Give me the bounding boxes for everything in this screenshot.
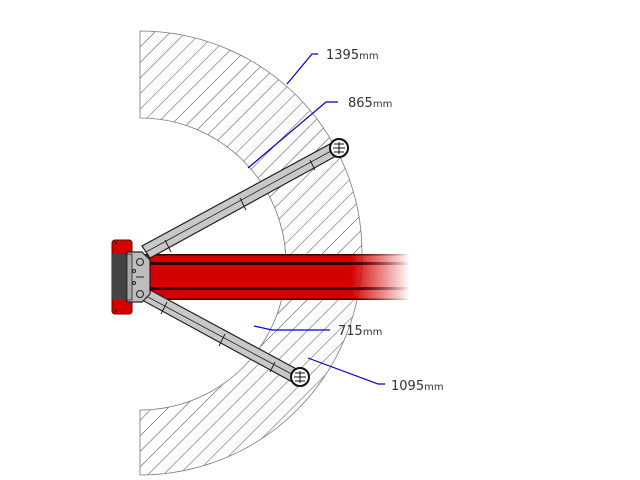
dimension-1395: 1395mm [326, 48, 379, 63]
lift-column [111, 239, 151, 315]
leader-1095 [307, 357, 385, 385]
leader-865 [247, 101, 338, 169]
lower-lift-pad [290, 367, 310, 387]
leader-715 [253, 325, 330, 331]
main-beam [140, 254, 410, 300]
reach-zone-hatched [139, 30, 363, 476]
dimension-715: 715mm [338, 324, 382, 339]
lower-arm [141, 289, 310, 387]
dimension-1095: 1095mm [391, 379, 444, 394]
upper-arm [141, 138, 349, 259]
dimension-865: 865mm [348, 96, 392, 111]
upper-lift-pad [329, 138, 349, 158]
leader-1395 [286, 53, 318, 85]
